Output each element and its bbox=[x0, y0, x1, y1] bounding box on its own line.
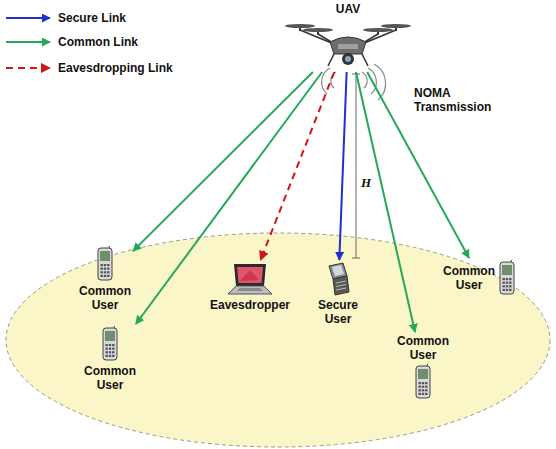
user-node: Common User bbox=[443, 260, 517, 296]
legend-line-sample bbox=[6, 41, 50, 43]
phone-icon bbox=[413, 364, 433, 400]
user-label: Common User bbox=[84, 364, 136, 392]
user-node: Common User bbox=[397, 334, 449, 400]
signal-waves bbox=[322, 64, 386, 100]
legend-text: Common Link bbox=[58, 35, 138, 49]
phone-icon bbox=[100, 326, 120, 362]
secure-link bbox=[339, 72, 346, 260]
legend-text: Secure Link bbox=[58, 11, 126, 25]
uav-node: UAV bbox=[282, 2, 414, 72]
transmission-label: NOMA Transmission bbox=[414, 86, 491, 114]
drone-icon bbox=[282, 18, 414, 72]
common-link bbox=[356, 72, 415, 332]
secure-user-node: Secure User bbox=[318, 262, 358, 326]
user-node: Common User bbox=[79, 246, 131, 312]
eavesdropper-node: Eavesdropper bbox=[210, 262, 290, 312]
user-label: Secure User bbox=[318, 298, 358, 326]
legend-text: Eavesdropping Link bbox=[58, 61, 173, 75]
phone-icon bbox=[95, 246, 115, 282]
user-node: Common User bbox=[84, 326, 136, 392]
laptop-icon bbox=[226, 262, 274, 296]
user-label: Common User bbox=[443, 264, 495, 292]
uav-label: UAV bbox=[336, 2, 360, 16]
user-label: Common User bbox=[79, 284, 131, 312]
common-link bbox=[136, 72, 322, 324]
height-label: H bbox=[361, 176, 371, 190]
user-label: Common User bbox=[397, 334, 449, 362]
eavesdropping-link bbox=[261, 72, 335, 260]
secure-phone-icon bbox=[325, 262, 351, 296]
coverage-area bbox=[6, 233, 550, 447]
height-marker bbox=[352, 74, 360, 258]
common-link bbox=[133, 72, 313, 251]
legend-line-sample bbox=[6, 17, 50, 19]
legend-line-sample bbox=[6, 67, 50, 69]
user-label: Eavesdropper bbox=[210, 298, 290, 312]
phone-icon bbox=[497, 260, 517, 296]
